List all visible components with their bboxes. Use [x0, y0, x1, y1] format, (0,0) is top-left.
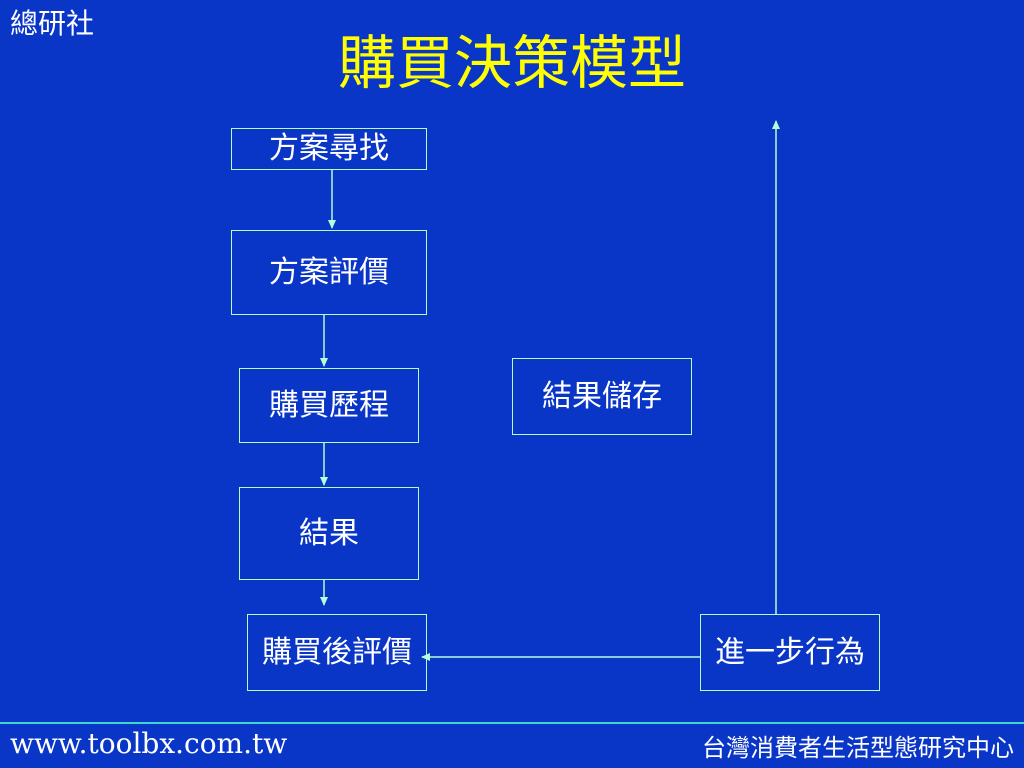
node-search: 方案尋找 — [231, 128, 427, 170]
node-result: 結果 — [239, 487, 419, 580]
node-further-behavior: 進一步行為 — [700, 614, 880, 691]
footer-url: www.toolbx.com.tw — [10, 727, 288, 760]
node-post-evaluation: 購買後評價 — [247, 614, 427, 691]
slide-title: 購買決策模型 — [337, 29, 686, 97]
footer-divider — [0, 722, 1024, 724]
corner-label: 總研社 — [10, 7, 95, 40]
node-result-storage: 結果儲存 — [512, 358, 692, 435]
node-purchase-process: 購買歷程 — [239, 368, 419, 443]
node-evaluation: 方案評價 — [231, 230, 427, 315]
footer-organization: 台灣消費者生活型態研究中心 — [702, 734, 1014, 762]
